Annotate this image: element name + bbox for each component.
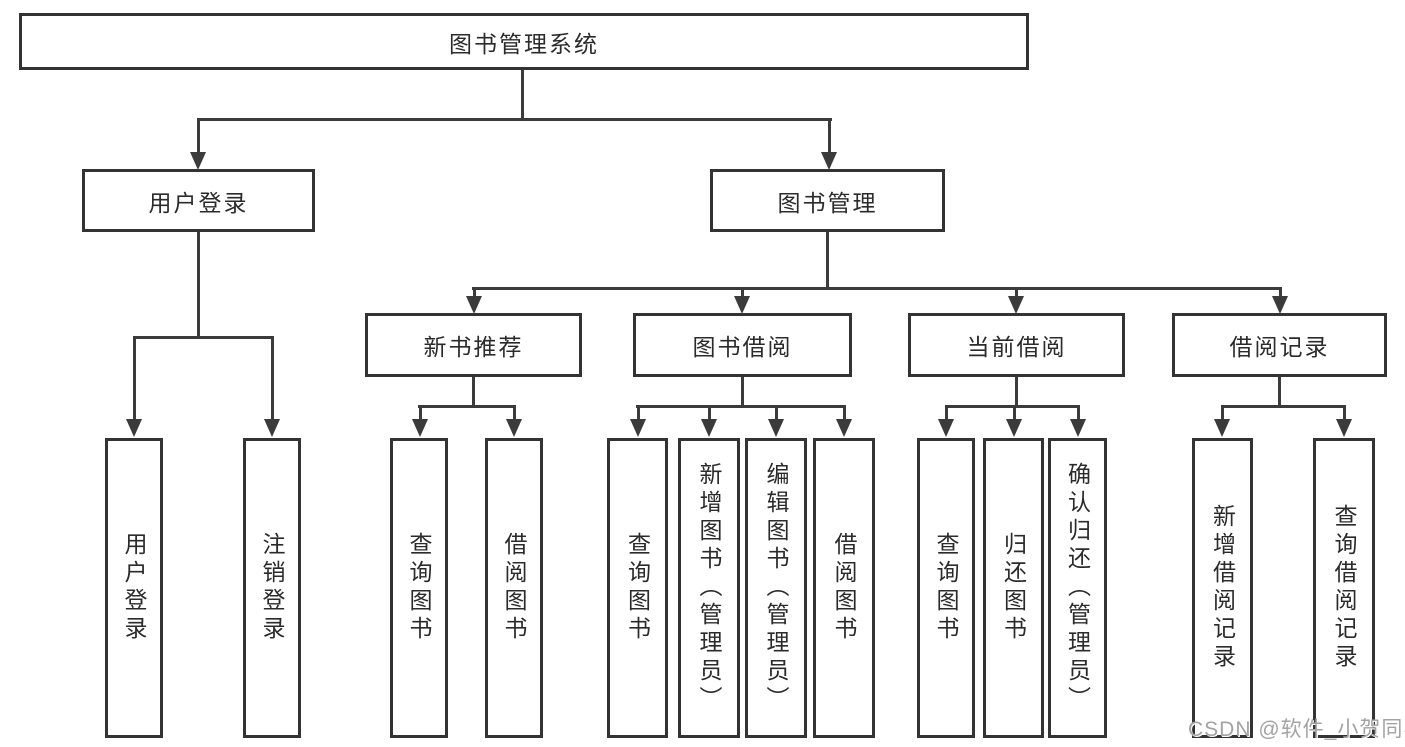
connector-line xyxy=(197,118,832,121)
node-label: 查询图书 xyxy=(624,532,651,644)
connector-line xyxy=(636,405,846,408)
node-borrow-records: 借阅记录 xyxy=(1172,313,1387,377)
arrow-down-icon xyxy=(126,336,142,437)
node-label: 查询借阅记录 xyxy=(1331,504,1357,672)
connector-line xyxy=(1278,377,1281,407)
node-label: 图书管理 xyxy=(777,189,878,216)
leaf-borrow-books-recommend: 借阅图书 xyxy=(485,438,543,738)
connector-line xyxy=(1015,377,1018,407)
arrow-down-icon xyxy=(821,118,837,170)
node-label: 归还图书 xyxy=(1000,532,1027,644)
node-label: 用户登录 xyxy=(148,189,249,216)
node-label: 当前借阅 xyxy=(966,334,1067,360)
leaf-add-book-admin: 新增图书（管理员） xyxy=(678,438,740,738)
node-user-login: 用户登录 xyxy=(82,169,315,232)
node-label: 新增借阅记录 xyxy=(1209,504,1236,672)
arrow-down-icon xyxy=(836,405,852,437)
arrow-down-icon xyxy=(190,118,206,170)
leaf-return-book: 归还图书 xyxy=(983,438,1044,738)
arrow-down-icon xyxy=(1006,405,1022,437)
connector-line xyxy=(521,70,524,120)
leaf-user-login: 用户登录 xyxy=(105,438,163,738)
watermark: CSDN @软件_小贺同学 xyxy=(1188,718,1405,741)
connector-line xyxy=(826,232,829,289)
node-label: 新书推荐 xyxy=(423,334,524,360)
arrow-down-icon xyxy=(734,287,750,314)
connector-line xyxy=(472,287,1281,290)
node-label: 图书管理系统 xyxy=(449,30,599,57)
node-book-borrow: 图书借阅 xyxy=(633,313,852,377)
leaf-edit-book-admin: 编辑图书（管理员） xyxy=(745,438,807,738)
arrow-down-icon xyxy=(1272,287,1288,314)
node-label: 查询图书 xyxy=(933,532,959,644)
node-label: 用户登录 xyxy=(121,532,147,644)
node-current-borrow: 当前借阅 xyxy=(908,313,1125,377)
arrow-down-icon xyxy=(1070,405,1086,437)
node-label: 确认归还（管理员） xyxy=(1064,462,1091,714)
node-label: 注销登录 xyxy=(259,532,285,644)
leaf-logout: 注销登录 xyxy=(243,438,301,738)
arrow-down-icon xyxy=(701,405,717,437)
leaf-borrow-books-2: 借阅图书 xyxy=(813,438,875,738)
node-label: 借阅记录 xyxy=(1229,334,1330,360)
node-label: 借阅图书 xyxy=(831,532,857,644)
node-label: 新增图书（管理员） xyxy=(696,462,722,714)
connector-line xyxy=(741,377,744,407)
leaf-query-books-borrow: 查询图书 xyxy=(607,438,668,738)
node-book-management: 图书管理 xyxy=(710,169,945,232)
connector-line xyxy=(945,405,1079,408)
leaf-query-borrow-record: 查询借阅记录 xyxy=(1313,438,1375,738)
leaf-add-borrow-record: 新增借阅记录 xyxy=(1192,438,1253,738)
node-new-book-recommend: 新书推荐 xyxy=(365,313,582,377)
arrow-down-icon xyxy=(1214,405,1230,437)
leaf-query-books-current: 查询图书 xyxy=(917,438,975,738)
node-library-management-system: 图书管理系统 xyxy=(19,13,1029,70)
arrow-down-icon xyxy=(768,405,784,437)
node-label: 借阅图书 xyxy=(501,532,527,644)
arrow-down-icon xyxy=(506,405,522,437)
arrow-down-icon xyxy=(466,287,482,314)
arrow-down-icon xyxy=(264,336,280,437)
leaf-confirm-return-admin: 确认归还（管理员） xyxy=(1048,438,1107,738)
connector-line xyxy=(1221,405,1346,408)
node-label: 图书借阅 xyxy=(692,334,793,360)
arrow-down-icon xyxy=(412,405,428,437)
node-label: 编辑图书（管理员） xyxy=(763,462,789,714)
connector-line xyxy=(197,232,200,338)
connector-line xyxy=(133,336,274,339)
arrow-down-icon xyxy=(1008,287,1024,314)
arrow-down-icon xyxy=(630,405,646,437)
arrow-down-icon xyxy=(938,405,954,437)
leaf-query-books-recommend: 查询图书 xyxy=(390,438,448,738)
connector-line xyxy=(472,377,475,407)
node-label: 查询图书 xyxy=(406,532,432,644)
arrow-down-icon xyxy=(1336,405,1352,437)
connector-line xyxy=(418,405,516,408)
